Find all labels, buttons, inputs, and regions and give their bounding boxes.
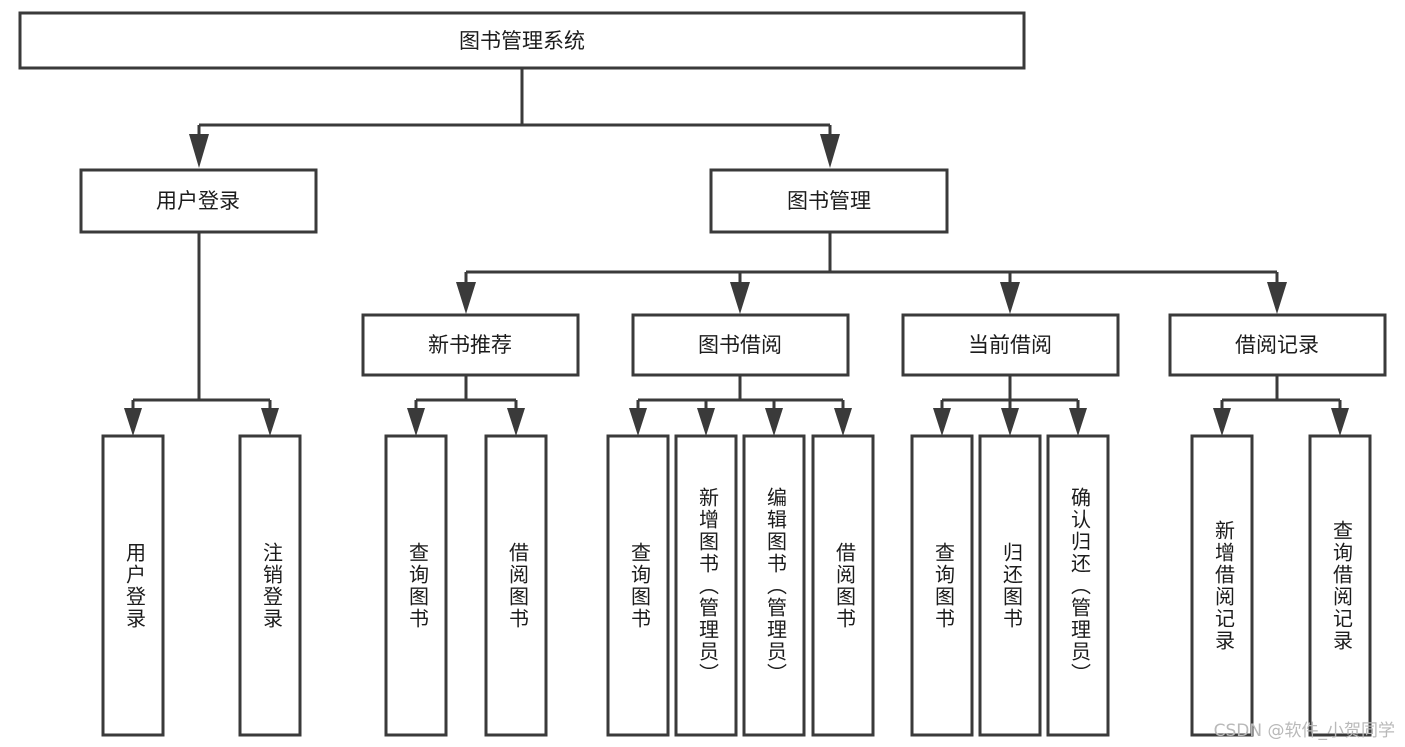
node-leaf-recommend-borrow-book-box[interactable] [484, 434, 548, 737]
node-root-box[interactable] [18, 11, 1026, 70]
node-leaf-borrow-add-book-label: 新增图书（管理员） [696, 487, 720, 685]
node-leaf-record-add[interactable]: 新增借阅记录 [1190, 434, 1254, 737]
arrow-head-leaf-recommend-query-book [407, 408, 425, 436]
node-leaf-record-query[interactable]: 查询借阅记录 [1308, 434, 1372, 737]
arrow-head-new-book-recommend [456, 282, 476, 314]
arrow-head-leaf-borrow-query-book [629, 408, 647, 436]
node-leaf-user-login[interactable]: 用户登录 [101, 434, 165, 737]
connector-group-borrow-record [1213, 376, 1349, 436]
connector-group-new-book-recommend [407, 375, 525, 436]
node-leaf-current-query-book-box[interactable] [910, 434, 974, 737]
node-root-label: 图书管理系统 [459, 29, 585, 53]
node-book-management-box[interactable] [709, 168, 949, 234]
node-borrow-record[interactable]: 借阅记录 [1168, 313, 1387, 377]
connector-group-book-management [456, 232, 1287, 314]
node-current-borrow[interactable]: 当前借阅 [901, 313, 1120, 377]
node-user-login[interactable]: 用户登录 [79, 168, 318, 234]
node-leaf-current-query-book[interactable]: 查询图书 [910, 434, 974, 737]
arrow-head-current-borrow [1000, 282, 1020, 314]
connector-group-user-login [124, 232, 279, 436]
arrow-head-leaf-user-login [124, 408, 142, 436]
node-book-borrow-box[interactable] [631, 313, 850, 377]
arrow-head-leaf-borrow-add-book [697, 408, 715, 436]
node-leaf-record-query-box[interactable] [1308, 434, 1372, 737]
node-leaf-current-confirm-return[interactable]: 确认归还（管理员） [1046, 434, 1110, 737]
node-leaf-recommend-query-book[interactable]: 查询图书 [384, 434, 448, 737]
node-leaf-current-return-book[interactable]: 归还图书 [978, 434, 1042, 737]
node-new-book-recommend[interactable]: 新书推荐 [361, 313, 580, 377]
node-leaf-borrow-add-book[interactable]: 新增图书（管理员） [674, 434, 738, 737]
node-leaf-current-confirm-return-label: 确认归还（管理员） [1068, 487, 1092, 685]
arrow-head-leaf-user-logout [261, 408, 279, 436]
node-leaf-record-query-label: 查询借阅记录 [1330, 520, 1354, 652]
node-leaf-user-logout[interactable]: 注销登录 [238, 434, 302, 737]
arrow-head-leaf-current-return-book [1001, 408, 1019, 436]
node-user-login-box[interactable] [79, 168, 318, 234]
node-leaf-user-logout-label: 注销登录 [260, 542, 284, 630]
node-root[interactable]: 图书管理系统 [18, 11, 1026, 70]
arrow-head-book-borrow [730, 282, 750, 314]
arrow-head-leaf-recommend-borrow-book [507, 408, 525, 436]
node-book-borrow[interactable]: 图书借阅 [631, 313, 850, 377]
node-borrow-record-label: 借阅记录 [1235, 333, 1319, 357]
node-leaf-borrow-borrow-book-box[interactable] [811, 434, 875, 737]
node-new-book-recommend-box[interactable] [361, 313, 580, 377]
node-leaf-borrow-edit-book[interactable]: 编辑图书（管理员） [742, 434, 806, 737]
node-leaf-borrow-query-book[interactable]: 查询图书 [606, 434, 670, 737]
arrow-head-leaf-record-add [1213, 408, 1231, 436]
node-leaf-borrow-edit-book-label: 编辑图书（管理员） [764, 487, 788, 685]
node-leaf-borrow-add-book-box[interactable] [674, 434, 738, 737]
arrow-head-book-management [820, 134, 840, 168]
csdn-watermark: CSDN @软件_小贺同学 [1213, 721, 1395, 741]
node-leaf-current-query-book-label: 查询图书 [932, 542, 956, 630]
node-leaf-current-return-book-box[interactable] [978, 434, 1042, 737]
node-leaf-recommend-borrow-book[interactable]: 借阅图书 [484, 434, 548, 737]
arrow-head-leaf-borrow-borrow-book [834, 408, 852, 436]
node-book-management[interactable]: 图书管理 [709, 168, 949, 234]
arrow-head-leaf-borrow-edit-book [765, 408, 783, 436]
node-leaf-borrow-edit-book-box[interactable] [742, 434, 806, 737]
arrow-head-leaf-current-query-book [933, 408, 951, 436]
node-book-management-label: 图书管理 [787, 189, 871, 213]
node-leaf-record-add-box[interactable] [1190, 434, 1254, 737]
arrow-head-leaf-record-query [1331, 408, 1349, 436]
node-leaf-user-logout-box[interactable] [238, 434, 302, 737]
node-leaf-borrow-query-book-label: 查询图书 [628, 542, 652, 630]
node-leaf-borrow-borrow-book[interactable]: 借阅图书 [811, 434, 875, 737]
node-leaf-recommend-query-book-label: 查询图书 [406, 542, 430, 630]
node-leaf-borrow-query-book-box[interactable] [606, 434, 670, 737]
node-leaf-current-return-book-label: 归还图书 [1000, 542, 1024, 630]
node-leaf-recommend-query-book-box[interactable] [384, 434, 448, 737]
node-user-login-label: 用户登录 [156, 189, 240, 213]
node-new-book-recommend-label: 新书推荐 [428, 333, 512, 357]
arrow-head-borrow-record [1267, 282, 1287, 314]
connector-group-book-borrow [629, 376, 852, 436]
arrow-head-user-login [189, 134, 209, 168]
node-leaf-record-add-label: 新增借阅记录 [1212, 520, 1236, 652]
connector-group-root [189, 68, 840, 168]
node-leaf-user-login-label: 用户登录 [123, 542, 147, 630]
node-current-borrow-box[interactable] [901, 313, 1120, 377]
connector-group-current-borrow [933, 376, 1087, 436]
node-book-borrow-label: 图书借阅 [698, 333, 782, 357]
arrow-head-leaf-current-confirm-return [1069, 408, 1087, 436]
node-current-borrow-label: 当前借阅 [968, 333, 1052, 357]
node-leaf-user-login-box[interactable] [101, 434, 165, 737]
node-leaf-borrow-borrow-book-label: 借阅图书 [833, 542, 857, 630]
node-leaf-recommend-borrow-book-label: 借阅图书 [506, 542, 530, 630]
node-borrow-record-box[interactable] [1168, 313, 1387, 377]
node-leaf-current-confirm-return-box[interactable] [1046, 434, 1110, 737]
